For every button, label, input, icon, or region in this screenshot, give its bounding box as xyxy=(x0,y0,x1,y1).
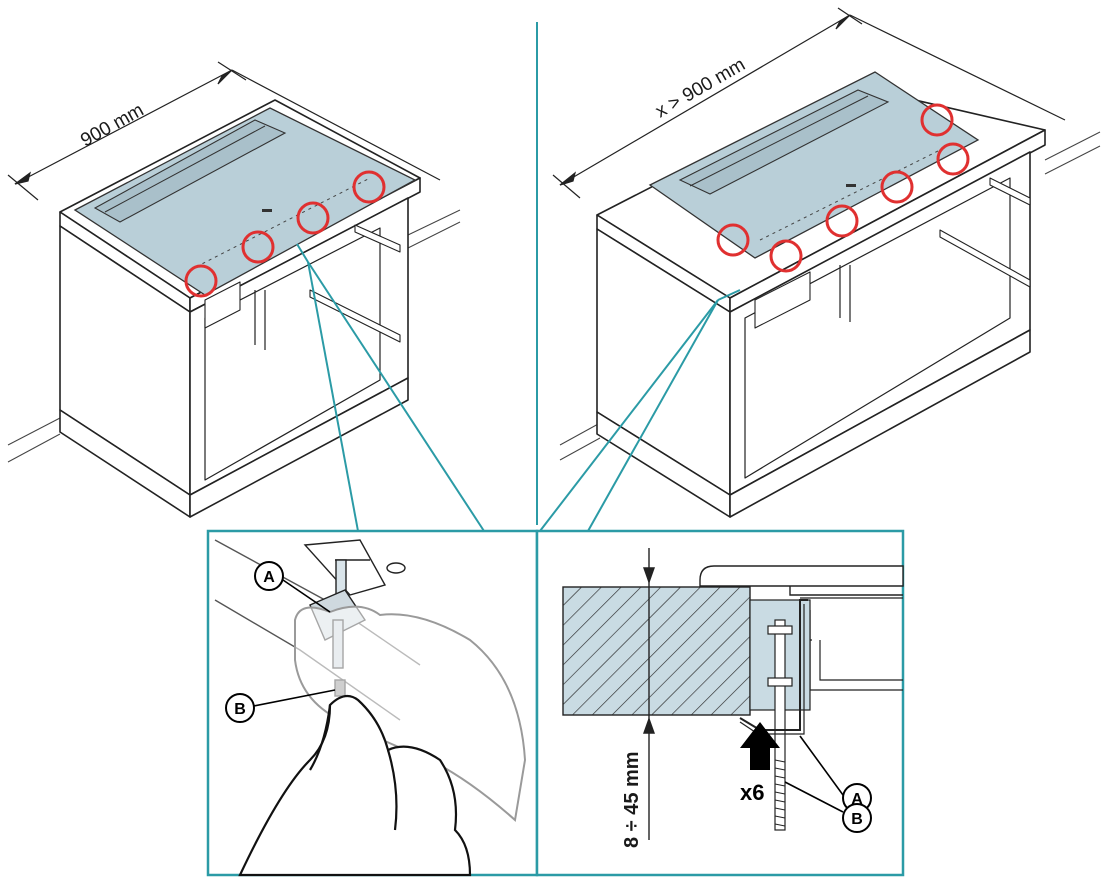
left-fixing-markers xyxy=(184,170,386,298)
fixing-marker xyxy=(184,264,218,298)
callout-b-right: B xyxy=(784,781,872,833)
callout-a-left: A xyxy=(254,561,331,613)
left-dimension-line xyxy=(7,61,441,201)
fixing-marker xyxy=(241,230,275,264)
svg-text:B: B xyxy=(851,811,863,828)
fixing-marker xyxy=(716,223,750,257)
thickness-label: 8 ÷ 45 mm xyxy=(621,751,643,848)
fixing-marker xyxy=(296,201,330,235)
fixing-marker xyxy=(825,204,859,238)
svg-text:B: B xyxy=(234,701,246,718)
callout-b-left: B xyxy=(225,689,336,723)
up-arrow-icon xyxy=(740,722,780,770)
fixing-marker xyxy=(769,239,803,273)
hand-outline-bottom xyxy=(238,694,472,877)
countertop-section xyxy=(562,565,904,831)
svg-text:A: A xyxy=(263,569,275,586)
zoom-lines xyxy=(296,243,741,532)
left-hob xyxy=(73,107,417,296)
quantity-label: x6 xyxy=(740,780,764,805)
right-fixing-markers xyxy=(716,103,970,273)
fixing-marker xyxy=(880,170,914,204)
left-dimension-label: 900 mm xyxy=(77,100,147,152)
right-hob xyxy=(648,71,980,259)
right-dimension-label: x > 900 mm xyxy=(652,54,749,122)
fixing-marker xyxy=(352,170,386,204)
fixing-marker xyxy=(936,142,970,176)
thickness-dimension xyxy=(643,548,655,840)
right-dimension-line xyxy=(552,7,1066,199)
fixing-marker xyxy=(920,103,954,137)
